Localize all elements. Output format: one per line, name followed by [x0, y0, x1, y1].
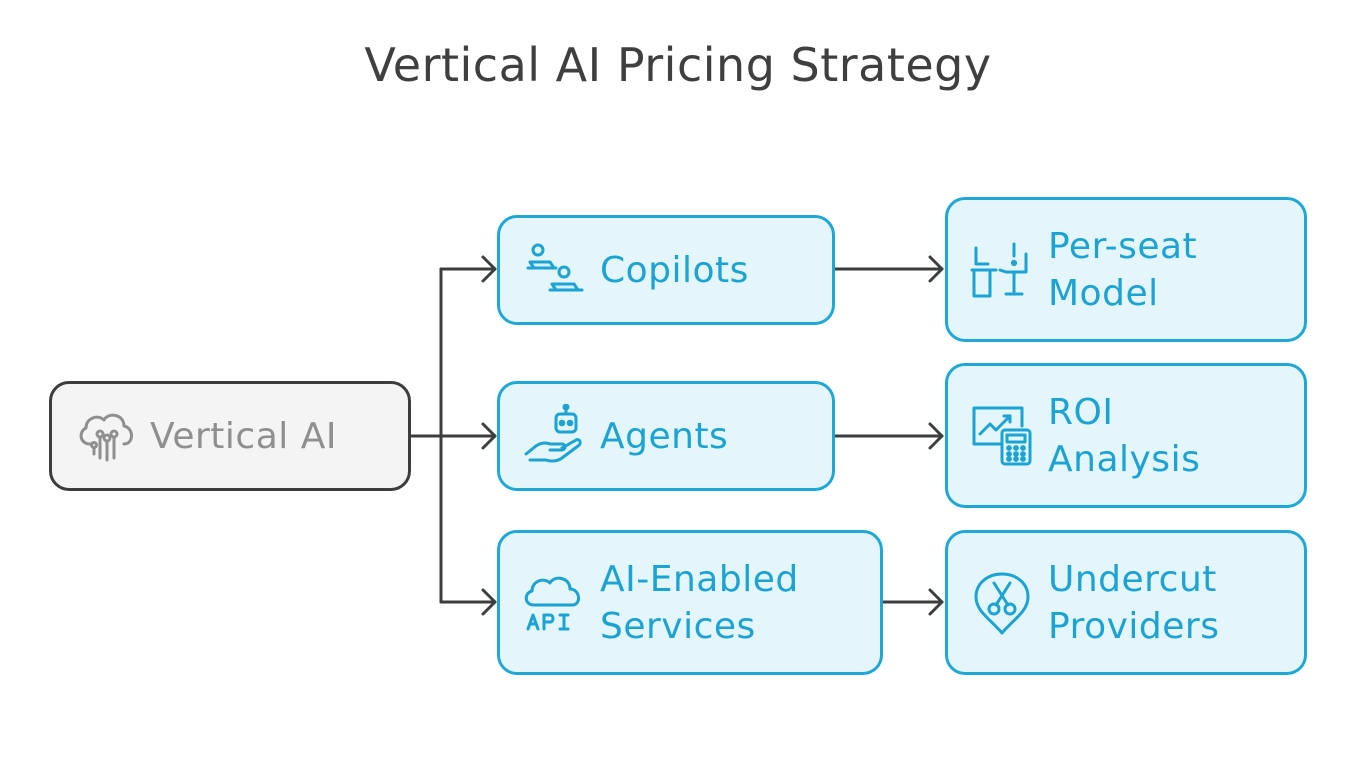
ai-enabled-services-label-line1: AI-Enabled — [600, 558, 799, 600]
undercut-providers-label: Undercut Providers — [1048, 556, 1219, 650]
node-per-seat-model[interactable]: Per-seat Model — [945, 197, 1307, 342]
scissors-pin-icon — [970, 571, 1034, 635]
roi-analysis-label-line2: Analysis — [1048, 438, 1201, 480]
node-copilots[interactable]: Copilots — [497, 215, 835, 325]
node-vertical-ai[interactable]: Vertical AI — [49, 381, 411, 491]
ai-enabled-services-label: AI-Enabled Services — [600, 556, 799, 650]
node-undercut-providers[interactable]: Undercut Providers — [945, 530, 1307, 675]
node-ai-enabled-services[interactable]: AI-Enabled Services — [497, 530, 883, 675]
per-seat-model-label: Per-seat Model — [1048, 223, 1197, 317]
chart-calculator-icon — [970, 404, 1034, 468]
arrowhead-roi — [928, 422, 944, 450]
per-seat-model-label-line2: Model — [1048, 272, 1159, 314]
arrowhead-agents — [481, 422, 497, 450]
arrowhead-copilots — [481, 255, 497, 283]
agents-label: Agents — [600, 415, 729, 457]
node-roi-analysis[interactable]: ROI Analysis — [945, 363, 1307, 508]
robot-hand-icon — [522, 404, 586, 468]
arrowhead-services — [481, 588, 497, 616]
root-label: Vertical AI — [150, 415, 337, 457]
roi-analysis-label: ROI Analysis — [1048, 389, 1200, 483]
copilots-label: Copilots — [600, 249, 749, 291]
cloud-circuit-icon — [74, 404, 138, 468]
roi-analysis-label-line1: ROI — [1048, 391, 1114, 433]
node-agents[interactable]: Agents — [497, 381, 835, 491]
arrowhead-undercut — [928, 588, 944, 616]
people-laptops-icon — [522, 238, 586, 302]
undercut-providers-label-line1: Undercut — [1048, 558, 1217, 600]
cloud-api-icon — [522, 571, 586, 635]
office-seat-icon — [970, 238, 1034, 302]
diagram-title: Vertical AI Pricing Strategy — [364, 38, 992, 92]
undercut-providers-label-line2: Providers — [1048, 605, 1220, 647]
per-seat-model-label-line1: Per-seat — [1048, 225, 1198, 267]
arrowhead-perseat — [928, 255, 944, 283]
ai-enabled-services-label-line2: Services — [600, 605, 756, 647]
